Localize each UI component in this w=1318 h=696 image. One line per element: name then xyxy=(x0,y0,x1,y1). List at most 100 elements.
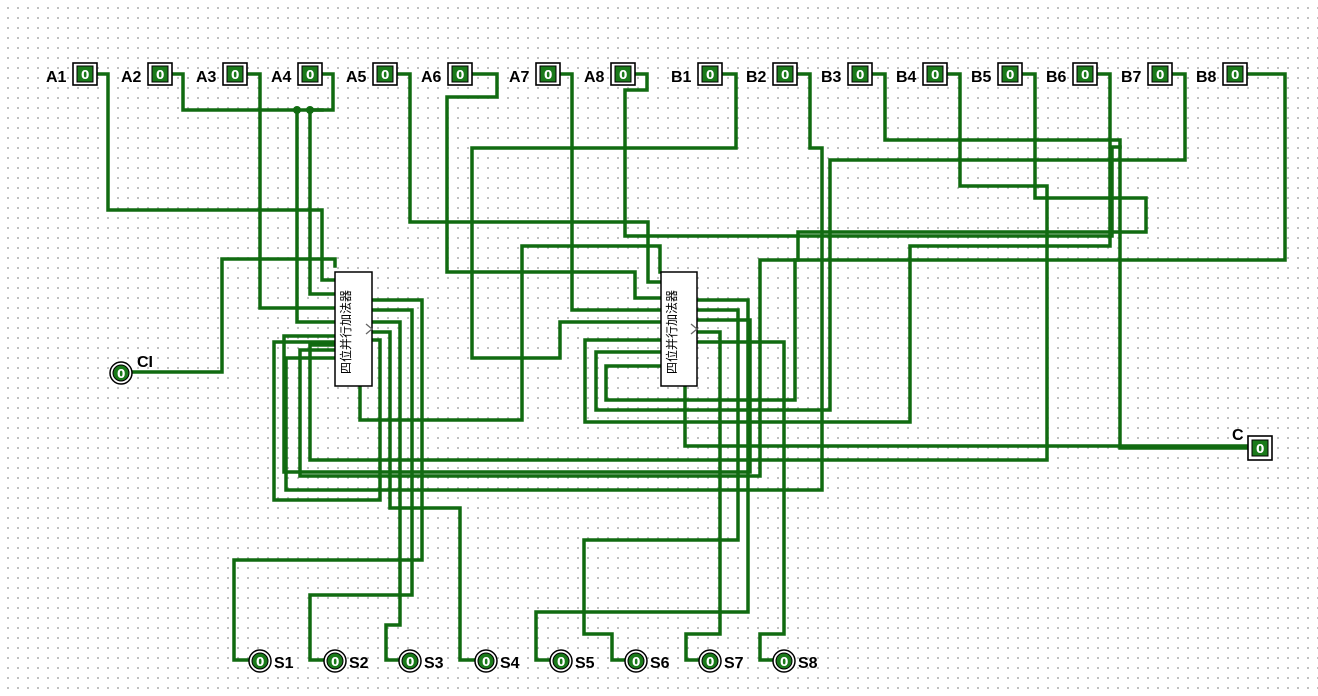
output-s3[interactable]: 0 S3 xyxy=(398,649,444,673)
wire-s4[interactable] xyxy=(370,330,476,662)
pin-value: 0 xyxy=(1006,68,1014,82)
outputs: 0 S1 0 S2 0 S3 0 S4 0 S5 0 S6 xyxy=(248,649,818,673)
pin-label: A4 xyxy=(271,69,292,86)
input-pin-b2[interactable]: B2 0 xyxy=(746,62,798,86)
pin-label: B2 xyxy=(746,69,767,86)
carry-out-label: C xyxy=(1232,427,1244,444)
output-s8[interactable]: 0 S8 xyxy=(772,649,818,673)
wire-b8[interactable] xyxy=(604,72,1287,402)
output-value: 0 xyxy=(780,655,788,669)
input-pin-a8[interactable]: A8 0 xyxy=(584,62,636,86)
pin-value: 0 xyxy=(81,68,89,82)
wire-b3[interactable] xyxy=(870,72,1252,450)
pin-label: B3 xyxy=(821,69,842,86)
wire-b1[interactable] xyxy=(470,72,738,360)
input-pin-a7[interactable]: A7 0 xyxy=(509,62,561,86)
wire-chip1-aux2[interactable] xyxy=(282,318,752,474)
input-pin-b4[interactable]: B4 0 xyxy=(896,62,948,86)
input-pin-a4[interactable]: A4 0 xyxy=(271,62,323,86)
output-s1[interactable]: 0 S1 xyxy=(248,649,294,673)
output-label: S1 xyxy=(274,655,294,672)
output-label: S7 xyxy=(724,655,744,672)
input-pin-b8[interactable]: B8 0 xyxy=(1196,62,1248,86)
wire-a5[interactable] xyxy=(395,72,664,284)
wire-s3[interactable] xyxy=(370,320,402,662)
wire-s8[interactable] xyxy=(695,340,786,662)
pin-value: 0 xyxy=(856,68,864,82)
input-pin-a3[interactable]: A3 0 xyxy=(196,62,248,86)
adder-chip-1[interactable]: 四位并行加法器 xyxy=(334,271,374,387)
input-pin-b1[interactable]: B1 0 xyxy=(671,62,723,86)
wire-b7[interactable] xyxy=(594,72,1187,412)
pin-value: 0 xyxy=(306,68,314,82)
pin-label: A2 xyxy=(121,69,142,86)
output-s2[interactable]: 0 S2 xyxy=(323,649,369,673)
clock-triangle-icon xyxy=(365,323,374,335)
wire-s2[interactable] xyxy=(308,308,414,662)
output-label: S2 xyxy=(349,655,369,672)
wire-a1[interactable] xyxy=(95,72,337,282)
pin-value: 0 xyxy=(706,68,714,82)
wire-carry-internal[interactable] xyxy=(358,244,662,422)
pin-label: A6 xyxy=(421,69,442,86)
pin-label: B4 xyxy=(896,69,917,86)
wire-b5[interactable] xyxy=(298,72,1148,478)
pin-label: A3 xyxy=(196,69,217,86)
pin-label: A5 xyxy=(346,69,367,86)
wire-a7[interactable] xyxy=(558,72,664,312)
wire-a4[interactable] xyxy=(308,72,337,296)
output-label: S5 xyxy=(575,655,595,672)
clock-triangle-icon xyxy=(690,323,699,335)
carry-in-pin[interactable]: 0 CI xyxy=(109,354,153,385)
wire-s1[interactable] xyxy=(232,298,424,662)
input-pin-b5[interactable]: B5 0 xyxy=(971,62,1023,86)
wire-s5[interactable] xyxy=(534,298,750,662)
adder-chip-2[interactable]: 四位并行加法器 xyxy=(660,271,699,387)
carry-in-value: 0 xyxy=(117,367,125,381)
input-pin-a1[interactable]: A1 0 xyxy=(46,62,98,86)
carry-in-label: CI xyxy=(137,354,153,371)
output-label: S4 xyxy=(500,655,520,672)
pin-value: 0 xyxy=(231,68,239,82)
output-value: 0 xyxy=(482,655,490,669)
wire-b4[interactable] xyxy=(308,72,1049,462)
wire-carry-out[interactable] xyxy=(683,384,1252,448)
wire-a8[interactable] xyxy=(623,72,1122,238)
output-value: 0 xyxy=(632,655,640,669)
wire-ci[interactable] xyxy=(130,257,337,374)
output-s4[interactable]: 0 S4 xyxy=(474,649,520,673)
input-pin-b6[interactable]: B6 0 xyxy=(1046,62,1098,86)
output-s6[interactable]: 0 S6 xyxy=(624,649,670,673)
pin-label: B8 xyxy=(1196,69,1217,86)
output-value: 0 xyxy=(706,655,714,669)
pin-value: 0 xyxy=(781,68,789,82)
pin-value: 0 xyxy=(619,68,627,82)
wire-a4-branch[interactable] xyxy=(295,108,337,324)
pin-value: 0 xyxy=(456,68,464,82)
output-value: 0 xyxy=(256,655,264,669)
pin-value: 0 xyxy=(1231,68,1239,82)
wire-s6[interactable] xyxy=(582,308,740,662)
carry-out-pin[interactable]: C 0 xyxy=(1232,427,1273,461)
wire-a2[interactable] xyxy=(170,72,324,112)
wire-s7[interactable] xyxy=(684,330,722,662)
pin-label: B6 xyxy=(1046,69,1067,86)
input-pin-a2[interactable]: A2 0 xyxy=(121,62,173,86)
wire-b6[interactable] xyxy=(583,72,1112,424)
wire-a6[interactable] xyxy=(445,72,664,300)
output-s5[interactable]: 0 S5 xyxy=(549,649,595,673)
input-pin-b7[interactable]: B7 0 xyxy=(1121,62,1173,86)
input-pin-a5[interactable]: A5 0 xyxy=(346,62,398,86)
output-value: 0 xyxy=(557,655,565,669)
pin-label: A7 xyxy=(509,69,530,86)
output-value: 0 xyxy=(406,655,414,669)
pin-value: 0 xyxy=(1156,68,1164,82)
output-s7[interactable]: 0 S7 xyxy=(698,649,744,673)
output-value: 0 xyxy=(331,655,339,669)
input-pin-a6[interactable]: A6 0 xyxy=(421,62,473,86)
pin-value: 0 xyxy=(1081,68,1089,82)
input-pin-b3[interactable]: B3 0 xyxy=(821,62,873,86)
wire-b2[interactable] xyxy=(284,72,824,492)
